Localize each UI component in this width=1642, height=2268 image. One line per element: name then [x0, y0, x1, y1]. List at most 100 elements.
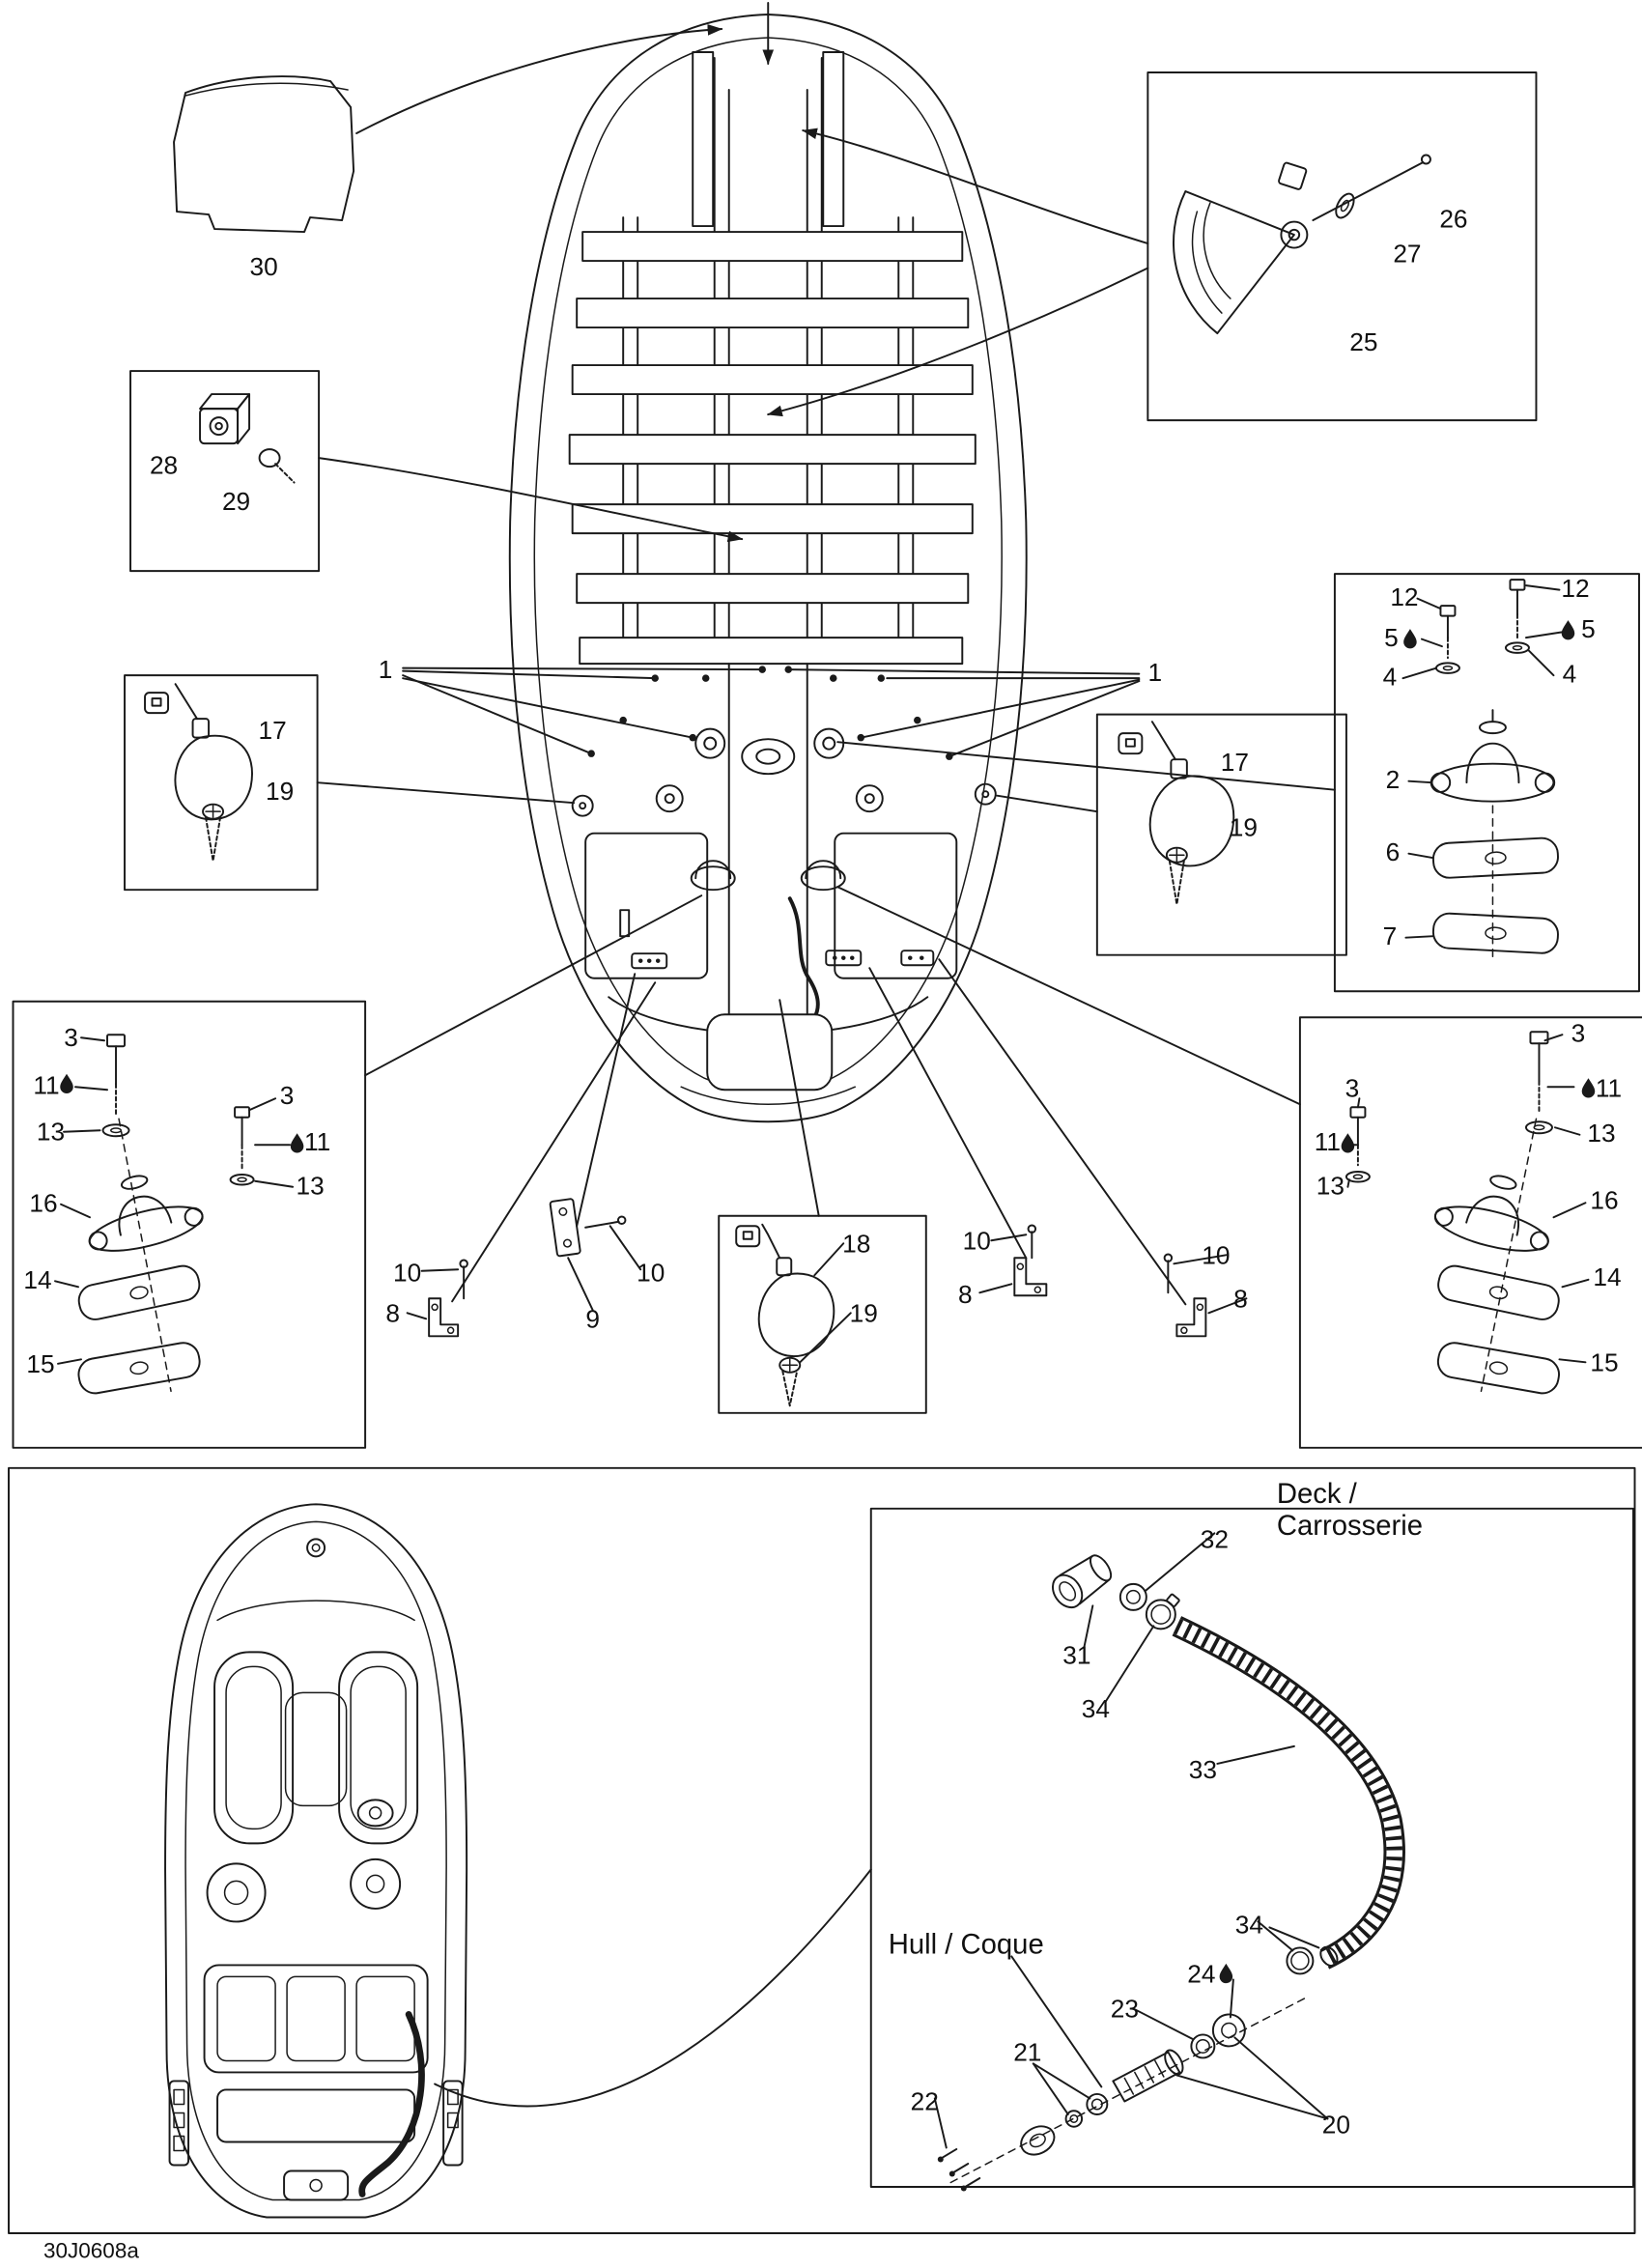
callout-17-left: 17 [258, 716, 286, 745]
detail-boxes [8, 71, 1642, 2234]
washer-27 [1335, 192, 1355, 219]
callout-19-mid: 19 [850, 1298, 878, 1327]
callout-4-a: 4 [1383, 663, 1398, 692]
screws-22 [937, 2147, 981, 2192]
callout-15-right: 15 [1590, 1347, 1618, 1376]
callout-10-b: 10 [637, 1258, 665, 1287]
washer-21 [1086, 2092, 1109, 2115]
callout-27: 27 [1393, 240, 1421, 269]
rubber-mount-16 [1433, 1175, 1549, 1252]
callout-20: 20 [1322, 2110, 1350, 2139]
hull-engine-mount-left [690, 860, 736, 892]
clamp-34-top [1145, 1599, 1176, 1630]
callout-13-ra: 13 [1587, 1119, 1615, 1148]
detail-box-mount-group-right [1298, 1016, 1642, 1449]
callout-11-rb: 11 [1315, 1127, 1341, 1156]
strainer-cap-21 [1020, 2125, 1056, 2156]
callout-labels: 30 28 29 26 27 25 1 1 17 19 17 19 12 12 … [23, 205, 1622, 2263]
callout-34-top: 34 [1082, 1694, 1110, 1723]
callout-14-left: 14 [23, 1265, 51, 1294]
loctite-drop-icon [1561, 620, 1575, 640]
plate-6 [1431, 836, 1559, 879]
bottom-section-box [8, 1466, 1636, 2234]
oring-23 [1190, 2033, 1216, 2059]
rubber-mount-2 [1430, 709, 1556, 803]
callout-26: 26 [1439, 205, 1467, 234]
callout-11-lb: 11 [304, 1127, 330, 1156]
rubber-mount-16 [88, 1175, 204, 1252]
detail-box-mount-group-left [12, 1000, 367, 1449]
drain-hose-assembly [933, 1532, 1405, 2192]
callout-8-c: 8 [1233, 1284, 1248, 1313]
detail-box-18-19 [718, 1214, 927, 1414]
hull-cable [787, 896, 820, 1020]
part-17-19-left [144, 683, 253, 863]
callout-8-b: 8 [958, 1280, 973, 1309]
part-30-cover [173, 75, 355, 234]
threaded-body-20 [1112, 2049, 1184, 2103]
callout-22: 22 [911, 2086, 939, 2115]
callout-23: 23 [1111, 1994, 1139, 2023]
callout-5-a: 5 [1384, 623, 1399, 652]
callout-13-la: 13 [37, 1118, 65, 1147]
loctite-drop-icon [1403, 629, 1417, 649]
callout-32: 32 [1201, 1524, 1229, 1553]
loctite-drop-icon [60, 1073, 73, 1093]
callout-16-left: 16 [29, 1188, 57, 1217]
plate-7 [1431, 912, 1559, 954]
callout-16-right: 16 [1590, 1185, 1618, 1214]
callout-5-b: 5 [1581, 614, 1596, 643]
hull-engine-mount-right [800, 860, 846, 892]
loctite-drop-icon [290, 1133, 304, 1153]
screw-head [1165, 846, 1188, 864]
clamp-34-bottom [1286, 1946, 1315, 1975]
part-17-19-right [1118, 721, 1235, 906]
callout-14-right: 14 [1593, 1262, 1621, 1291]
label-deck-line1: Deck / [1277, 1479, 1358, 1510]
callout-21: 21 [1013, 2037, 1041, 2066]
callout-11-ra: 11 [1596, 1074, 1622, 1103]
part-mount-group-left [54, 1034, 295, 1395]
callout-9: 9 [585, 1304, 600, 1333]
callout-4-b: 4 [1563, 660, 1577, 689]
washer-32 [1118, 1582, 1147, 1611]
part-25-26-27-assembly [1173, 154, 1431, 335]
callout-1-right: 1 [1148, 658, 1163, 687]
callout-12-a: 12 [1390, 582, 1418, 611]
callout-3-la: 3 [64, 1023, 78, 1052]
cable-tie-loop [174, 734, 253, 821]
callout-17-right: 17 [1221, 748, 1249, 777]
callout-2: 2 [1386, 765, 1401, 794]
callout-3-lb: 3 [280, 1081, 295, 1110]
loctite-drop-icon [1219, 1963, 1233, 1984]
label-hull-coque: Hull / Coque [889, 1929, 1044, 1960]
callout-1-left: 1 [379, 655, 393, 684]
plate-15 [77, 1342, 201, 1395]
callout-18: 18 [842, 1229, 870, 1258]
plate-15 [1436, 1342, 1561, 1395]
callout-29: 29 [222, 487, 250, 516]
leader-lines [316, 2, 1336, 2108]
pin-26 [1312, 161, 1425, 222]
document-code: 30J0608a [43, 2238, 139, 2262]
detail-box-28-29 [129, 370, 321, 573]
part-28-29-bumper-screw [199, 393, 296, 484]
plate-14 [77, 1264, 201, 1320]
detail-box-25-26-27 [1147, 71, 1538, 422]
callout-24: 24 [1187, 1959, 1215, 1988]
callout-11-la: 11 [33, 1071, 59, 1100]
callout-13-lb: 13 [296, 1171, 324, 1200]
callout-15-left: 15 [26, 1349, 54, 1378]
callout-10-c: 10 [963, 1226, 991, 1255]
callout-3-rb: 3 [1345, 1074, 1360, 1103]
cable-tie-head [191, 718, 211, 739]
drain-hose-in-boat [358, 2011, 425, 2197]
callout-13-rb: 13 [1316, 1171, 1345, 1200]
callout-8-a: 8 [385, 1298, 400, 1327]
callout-33: 33 [1189, 1755, 1217, 1784]
callout-19-left: 19 [266, 777, 294, 806]
callout-28: 28 [150, 451, 178, 480]
callout-12-b: 12 [1561, 574, 1589, 603]
cable-tie-loop-18 [757, 1272, 835, 1358]
